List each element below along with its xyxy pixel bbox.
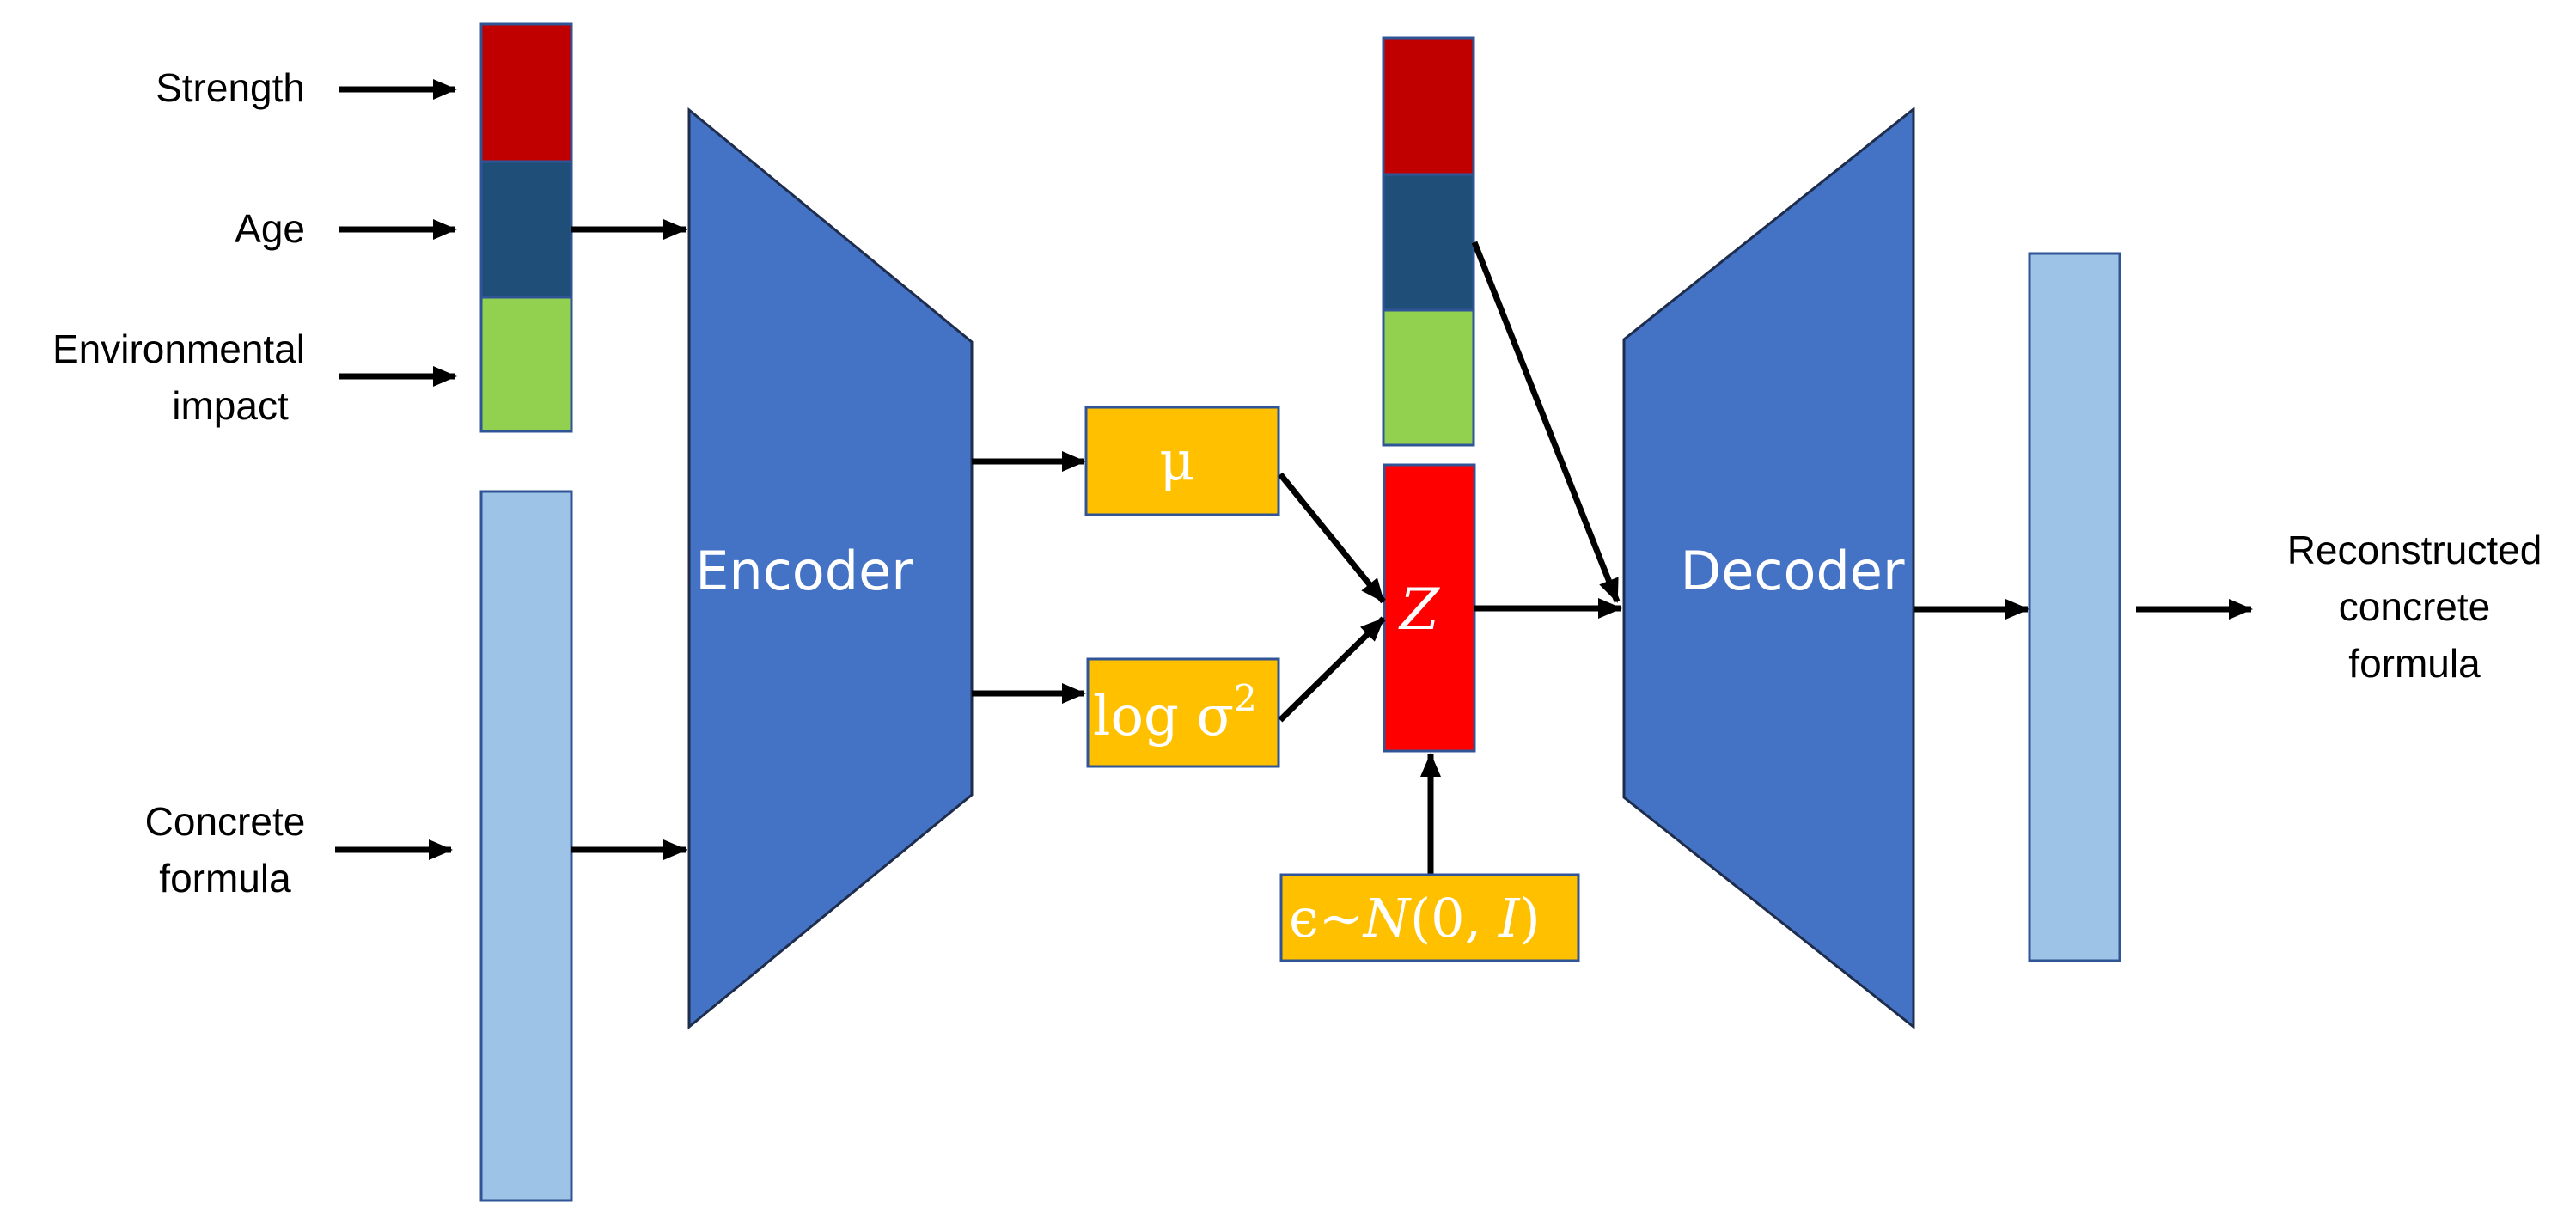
concrete-formula-vector xyxy=(479,490,573,1202)
age-label: Age xyxy=(235,206,305,251)
encoder-block xyxy=(687,107,974,1030)
output-label-line1: Reconstructed xyxy=(2287,528,2542,572)
logvar-prefix: log σ xyxy=(1093,685,1234,748)
decoder-label: Decoder xyxy=(1681,540,1905,602)
epsilon-label: ϵ∼N(0, I) xyxy=(1289,887,1541,949)
epsilon-i: I xyxy=(1498,887,1521,949)
age-block-decoder xyxy=(1382,173,1475,312)
epsilon-prefix: ϵ∼ xyxy=(1289,887,1364,949)
condition-vector-decoder xyxy=(1382,36,1475,447)
logvar-label: log σ2 xyxy=(1093,677,1257,748)
input-arrows xyxy=(335,79,457,860)
mu-box xyxy=(1084,406,1280,516)
concrete-label-line1: Concrete xyxy=(145,799,306,844)
strength-block xyxy=(479,22,573,163)
encoder-input-arrows xyxy=(571,219,687,860)
age-block xyxy=(479,160,573,299)
epsilon-close: ) xyxy=(1520,887,1541,949)
decoder-block xyxy=(1622,106,1915,1030)
environmental-label-line1: Environmental xyxy=(52,327,305,371)
encoder-output-arrows xyxy=(972,451,1086,704)
encoder-label: Encoder xyxy=(695,540,913,602)
environmental-block xyxy=(479,296,573,433)
logvar-exponent: 2 xyxy=(1234,677,1257,719)
condition-vector-input xyxy=(479,22,573,433)
z-label: Z xyxy=(1398,577,1440,643)
environmental-label-line2: impact xyxy=(172,383,289,428)
strength-label: Strength xyxy=(156,65,305,110)
concrete-label-line2: formula xyxy=(159,856,291,900)
logvar-box xyxy=(1086,657,1280,768)
strength-block-decoder xyxy=(1382,36,1475,176)
epsilon-box xyxy=(1279,873,1580,962)
latent-arrows xyxy=(1278,472,1441,875)
decoder-input-arrows xyxy=(1471,241,1622,619)
mu-to-z-arrow xyxy=(1278,472,1386,604)
mu-label: μ xyxy=(1159,430,1195,493)
output-label-line3: formula xyxy=(2348,641,2481,686)
logvar-to-z-arrow xyxy=(1278,616,1386,723)
output-label-line2: concrete xyxy=(2339,584,2490,629)
epsilon-open: (0, xyxy=(1410,887,1499,949)
environmental-block-decoder xyxy=(1382,308,1475,447)
output-formula-vector xyxy=(2028,252,2121,962)
epsilon-n: N xyxy=(1362,887,1413,949)
condition-to-decoder-arrow xyxy=(1471,241,1621,603)
